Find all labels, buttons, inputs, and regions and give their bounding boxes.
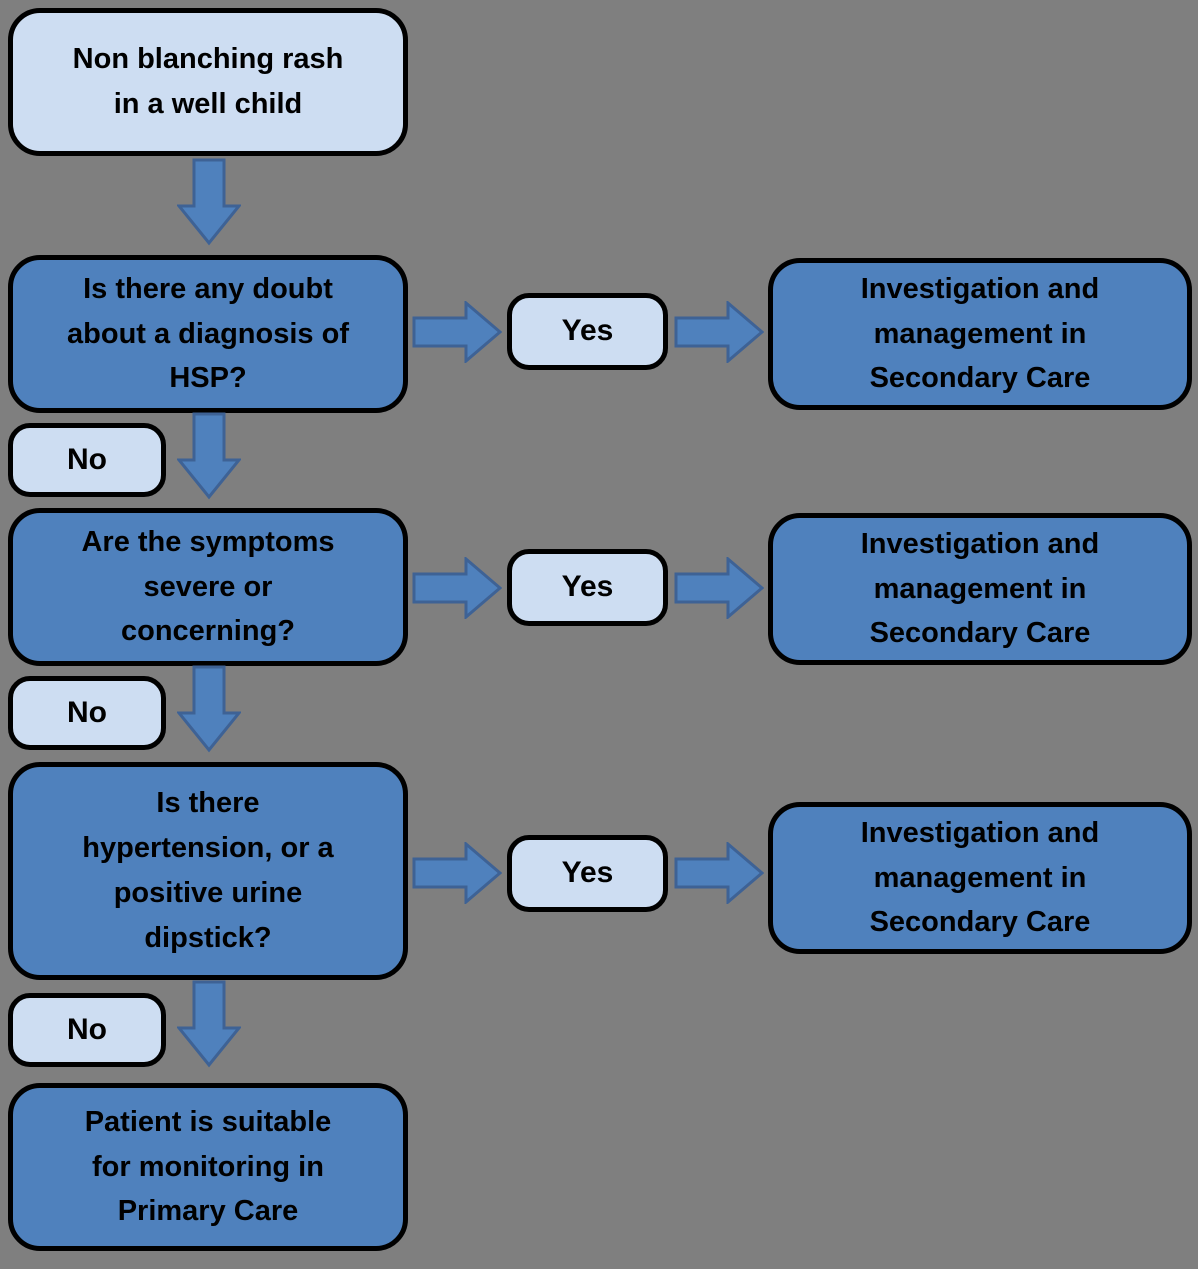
no-node-2: No (8, 676, 166, 750)
down-arrow-icon (177, 412, 241, 500)
yes-node-1: Yes (507, 293, 668, 370)
right-arrow-icon (674, 557, 764, 619)
question-node-2: Are the symptoms severe or concerning? (8, 508, 408, 666)
right-arrow-icon (412, 557, 502, 619)
yes-node-3: Yes (507, 835, 668, 912)
down-arrow-icon (177, 980, 241, 1068)
end-node: Patient is suitable for monitoring in Pr… (8, 1083, 408, 1251)
question-node-1: Is there any doubt about a diagnosis of … (8, 255, 408, 413)
outcome-node-3: Investigation and management in Secondar… (768, 802, 1192, 954)
down-arrow-icon (177, 665, 241, 753)
right-arrow-icon (674, 842, 764, 904)
question-node-3: Is there hypertension, or a positive uri… (8, 762, 408, 980)
yes-node-2: Yes (507, 549, 668, 626)
start-node: Non blanching rash in a well child (8, 8, 408, 156)
no-node-1: No (8, 423, 166, 497)
no-node-3: No (8, 993, 166, 1067)
right-arrow-icon (412, 842, 502, 904)
down-arrow-icon (177, 158, 241, 246)
right-arrow-icon (674, 301, 764, 363)
right-arrow-icon (412, 301, 502, 363)
outcome-node-1: Investigation and management in Secondar… (768, 258, 1192, 410)
outcome-node-2: Investigation and management in Secondar… (768, 513, 1192, 665)
